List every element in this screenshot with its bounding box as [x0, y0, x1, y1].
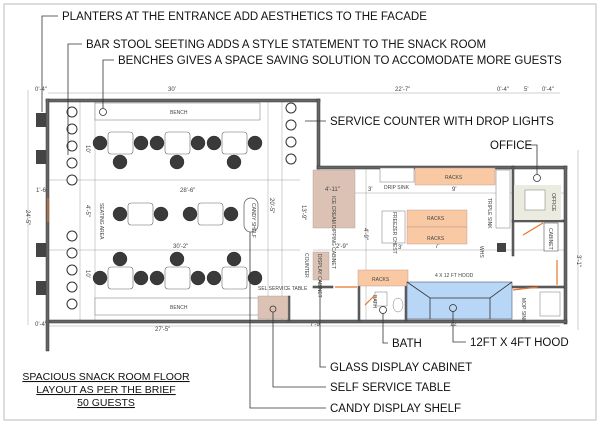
dimension-label: 3'-1" [575, 255, 581, 267]
sheet-border [3, 3, 597, 421]
racks-middle-b [406, 226, 468, 245]
fixture-label: ICE CREAM DIPPING CABINET [330, 196, 336, 269]
dimension-label: 7'-9" [310, 322, 322, 328]
callout-planters: PLANTERS AT THE ENTRANCE ADD AESTHETICS … [62, 11, 427, 23]
dimension-label: 27'-5" [155, 327, 170, 333]
dimension-label: 0'-4" [35, 322, 47, 328]
dimension-label: 4'-9" [362, 228, 368, 240]
dimension-label: 10' [84, 145, 90, 153]
fixture-label: SEL SERVICE TABLE [258, 286, 308, 292]
racks-top [414, 167, 496, 186]
fixture-label: 4 X 12 FT HOOD [435, 273, 474, 279]
candy-shelf [243, 197, 259, 233]
fixture-label: CABINET [547, 228, 553, 250]
callout-bath: BATH [392, 338, 422, 350]
plan-title-line-2: LAYOUT AS PER THE BRIEF [36, 384, 175, 396]
dimension-label: 9' [452, 187, 456, 193]
fixture-label: FREEZER CHEST [391, 212, 397, 254]
tables-bottom-row [92, 251, 263, 290]
tables-top-row [92, 131, 263, 170]
fixture-label: RACKS [445, 175, 463, 181]
fixture-label: RACKS [427, 216, 445, 222]
dimension-label: 4'-5" [84, 205, 90, 217]
dimension-label: 1'-6" [36, 188, 48, 194]
dimension-label: 28'-6" [180, 188, 195, 194]
fixture-label: RACKS [372, 277, 390, 283]
callout-candy-display: CANDY DISPLAY SHELF [330, 403, 461, 415]
dimension-label: 5' [524, 87, 528, 93]
dimension-label: 22'-7" [395, 87, 410, 93]
plan-title-line-3: 50 GUESTS [77, 397, 135, 409]
dimension-lines [27, 90, 579, 330]
dimension-labels: 30' 22'-7" 0'-4" 0'-4" 5' 0'-4" 28'-6" 3… [24, 87, 581, 333]
fixture-label: BENCH [170, 110, 188, 116]
dimension-label: 12' [450, 322, 458, 328]
fixture-label: WHS [478, 246, 484, 258]
fixture-label: DRIP SINK [384, 185, 410, 191]
dimension-label: 20'-5" [268, 198, 274, 213]
callout-service-counter: SERVICE COUNTER WITH DROP LIGHTS [330, 116, 554, 128]
fixture-label: DISPLAY CABINET [316, 254, 322, 298]
fixture-label: CANDY SHELF [250, 203, 256, 238]
callout-self-service: SELF SERVICE TABLE [330, 382, 451, 394]
dimension-label: 4'-11" [325, 187, 340, 193]
fixture-label: BENCH [170, 305, 188, 311]
callout-hood: 12FT X 4FT HOOD [470, 337, 569, 349]
planters [36, 113, 46, 295]
triple-sink [495, 169, 511, 229]
bar-stools [66, 102, 297, 310]
fixture-label: OFFICE [550, 193, 556, 212]
toilet-fixture [539, 291, 561, 317]
freezer-chest [381, 210, 406, 244]
racks-bottom [357, 269, 409, 287]
dimension-label: 13'-9" [300, 205, 306, 220]
fixture-label: MOP SINK [520, 298, 526, 323]
fixture-label: COUNTER [303, 253, 309, 278]
callout-glass-display: GLASS DISPLAY CABINET [330, 362, 472, 374]
dimension-label: 3' [368, 187, 372, 193]
dimension-label: 0'-4" [497, 87, 509, 93]
dimension-label: 2'-9" [336, 244, 348, 250]
office-desk [524, 189, 546, 211]
fixture-label: SEATING AREA [98, 203, 104, 240]
hood [406, 281, 513, 320]
ice-cream-cabinet [312, 169, 356, 229]
drip-sink [379, 167, 415, 183]
callout-bar-stool: BAR STOOL SEETING ADDS A STYLE STATEMENT… [86, 39, 486, 51]
callout-leaders [41, 15, 538, 409]
dimension-label: 24'-5" [24, 210, 30, 225]
bath-sink [374, 291, 388, 307]
bench-top [94, 102, 261, 121]
dimension-label: 0'-4" [542, 87, 554, 93]
plan-title-line-1: SPACIOUS SNACK ROOM FLOOR [22, 371, 190, 383]
dimension-label: 30'-2" [173, 244, 188, 250]
walls [45, 98, 568, 352]
dimension-label: 3' [398, 245, 402, 251]
dimension-label: 10' [84, 270, 90, 278]
fixture-label: RACKS [427, 236, 445, 242]
tables-middle-row [112, 202, 239, 226]
kitchen-doors [335, 222, 558, 306]
callout-benches: BENCHES GIVES A SPACE SAVING SOLUTION TO… [118, 55, 562, 67]
cabinet [543, 222, 559, 252]
callout-office: OFFICE [490, 140, 532, 152]
water-heater [497, 243, 506, 252]
dimension-label: 0'-4" [35, 87, 47, 93]
fixture-label: TRIPLE SINK [486, 198, 492, 229]
display-cabinet [312, 251, 330, 281]
dimension-label: 30' [168, 87, 176, 93]
dimension-label: 7' [435, 244, 439, 250]
toilet [392, 297, 404, 313]
fixture-label: BATH [371, 295, 377, 308]
